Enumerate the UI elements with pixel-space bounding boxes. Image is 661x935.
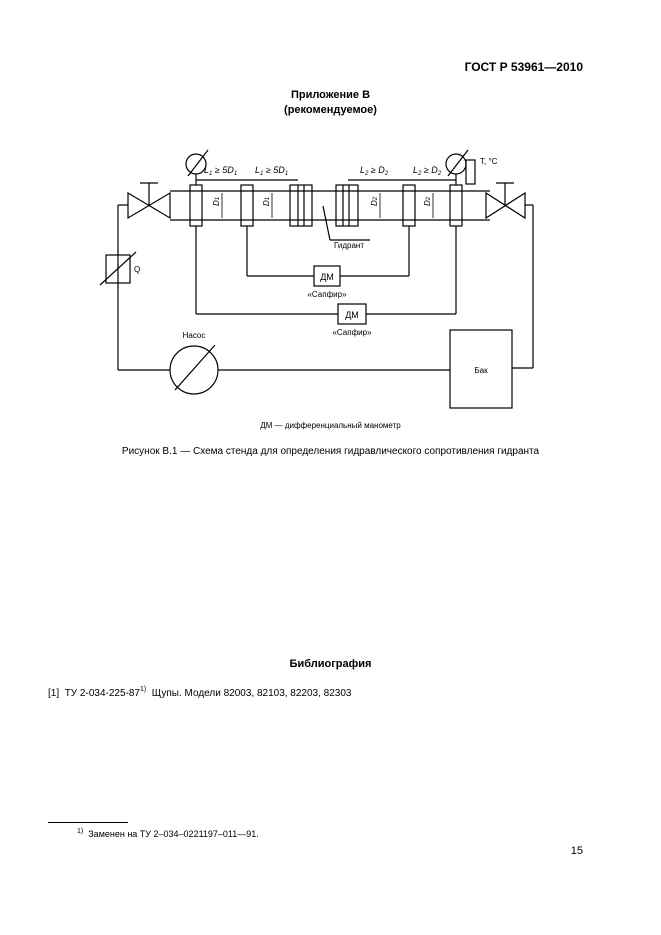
bibliography-title: Библиография: [289, 658, 372, 670]
document-code: ГОСТ Р 53961—2010: [464, 60, 583, 74]
bibliography-item-code: ТУ 2-034-225-87: [64, 688, 140, 699]
footnote-text: Заменен на ТУ 2–034–0221197–011—91.: [88, 829, 259, 839]
right-valve: [485, 191, 526, 220]
diameter-label-2: D1: [262, 197, 271, 206]
dm-lower-caption: «Сапфир»: [332, 328, 372, 337]
flow-label: Q: [134, 265, 140, 274]
temperature-label: T, °C: [480, 157, 498, 166]
flange-right: [335, 184, 359, 227]
segment-label-2: L1 ≥ 5D1: [255, 165, 288, 177]
left-valve: [127, 191, 171, 220]
tank: [449, 329, 513, 409]
diagram-legend: ДМ — дифференциальный манометр: [260, 421, 401, 430]
footnote-marker: 1): [77, 828, 84, 835]
bibliography-item-text: Щупы. Модели 82003, 82103, 82203, 82303: [151, 688, 352, 699]
page-number: 15: [570, 845, 583, 857]
diameter-label-3: D2: [370, 196, 379, 206]
footnote: 1) Заменен на ТУ 2–034–0221197–011—91.: [77, 828, 259, 839]
flange-left: [289, 184, 313, 227]
test-stand-diagram: L1 ≥ 5D1 L1 ≥ 5D1 L2 ≥ D2 L2 ≥ D2 D1 D1 …: [99, 149, 534, 409]
dm-lower-label: ДМ: [345, 310, 359, 320]
segment-label-4: L2 ≥ D2: [413, 165, 442, 177]
diameter-label-4: D2: [423, 196, 432, 206]
dm-lower: [337, 303, 367, 325]
dm-upper: [313, 265, 341, 287]
footnote-separator: [48, 822, 128, 823]
annex-subtitle: (рекомендуемое): [284, 104, 377, 116]
dm-upper-caption: «Сапфир»: [307, 290, 347, 299]
flowmeter: [105, 254, 131, 284]
pump-label: Насос: [183, 331, 206, 340]
diameter-label-1: D1: [212, 197, 221, 206]
bibliography-item: [1] ТУ 2-034-225-871) Щупы. Модели 82003…: [48, 686, 351, 699]
annex-title: Приложение В: [290, 89, 371, 101]
pump: [169, 345, 219, 395]
bibliography-item-number: [1]: [48, 688, 60, 699]
tank-label: Бак: [474, 366, 488, 375]
thermometer: [465, 159, 476, 185]
figure-caption: Рисунок В.1 — Схема стенда для определен…: [121, 446, 540, 457]
hydrant-label: Гидрант: [334, 241, 364, 250]
dm-upper-label: ДМ: [320, 272, 334, 282]
segment-label-3: L2 ≥ D2: [360, 165, 389, 177]
segment-label-1: L1 ≥ 5D1: [204, 165, 237, 177]
footnote-reference[interactable]: 1): [139, 686, 147, 693]
annex-heading: Приложение В (рекомендуемое): [0, 88, 661, 118]
